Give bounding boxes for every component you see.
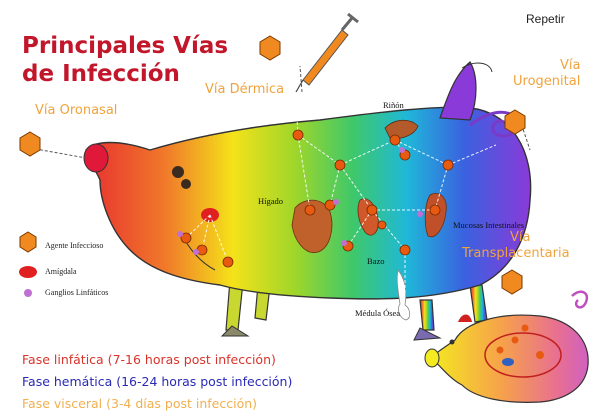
route-urogenital-2: Urogenital <box>513 74 580 90</box>
diagram-title: Principales Vías de Infección <box>22 32 228 88</box>
legend-agent: Agente Infeccioso <box>45 241 103 250</box>
title-line-2: de Infección <box>22 60 228 88</box>
route-urogenital-1: Vía <box>560 58 580 74</box>
label-medula: Médula Ósea <box>355 308 400 318</box>
phase-lymphatic: Fase linfática (7-16 horas post infecció… <box>22 352 276 367</box>
label-higado: Hígado <box>258 196 283 206</box>
label-rinon: Riñón <box>383 100 404 110</box>
label-bazo: Bazo <box>367 256 384 266</box>
route-transplacentaria-1: Vía <box>510 230 530 246</box>
legend-symbols <box>19 266 37 297</box>
repeat-button[interactable]: Repetir <box>526 12 565 26</box>
piglet <box>425 292 588 403</box>
syringe-icon <box>296 14 358 92</box>
route-oronasal: Vía Oronasal <box>35 103 117 119</box>
route-transplacentaria-2: Transplacentaria <box>462 246 570 262</box>
legend-ganglio: Ganglios Linfáticos <box>45 288 108 297</box>
label-mucosas: Mucosas Intestinales <box>453 220 524 230</box>
legend-amigdala: Amígdala <box>45 267 77 276</box>
phase-hematic: Fase hemática (16-24 horas post infecció… <box>22 374 292 389</box>
title-line-1: Principales Vías <box>22 32 228 60</box>
phase-visceral: Fase visceral (3-4 días post infección) <box>22 396 257 411</box>
route-dermica: Vía Dérmica <box>205 82 284 98</box>
